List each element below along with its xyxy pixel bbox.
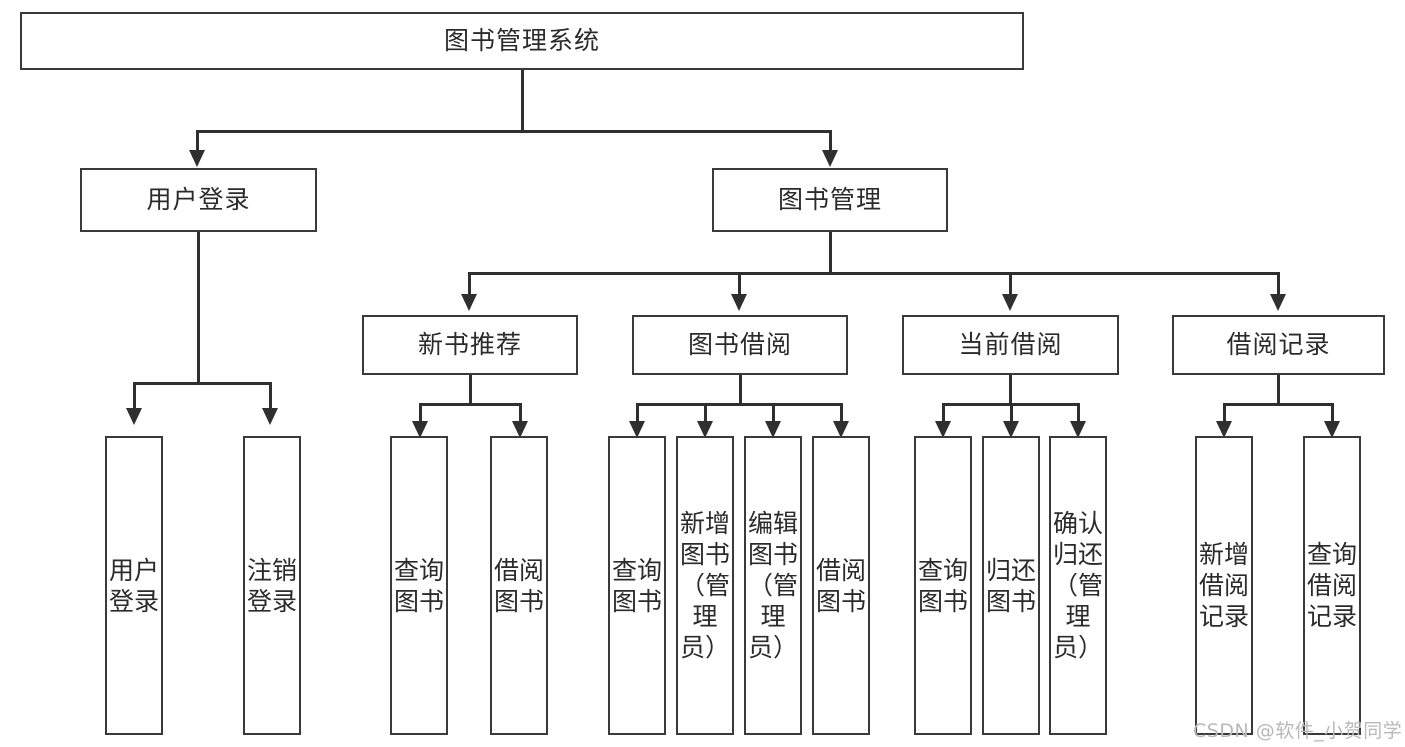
node-label: 图书借阅 bbox=[687, 330, 792, 360]
connector-drop-leaf-query-book-1 bbox=[419, 403, 422, 425]
connector-new-book-rec-leaf-bus bbox=[419, 403, 521, 406]
node-label: 借阅记录 bbox=[1226, 330, 1331, 360]
node-user-login[interactable]: 用户登录 bbox=[80, 168, 317, 232]
node-book-borrowing[interactable]: 图书借阅 bbox=[632, 315, 848, 375]
connector-drop-leaf-borrow-book-1 bbox=[519, 403, 522, 425]
connector-borrow-record-leaf-bus bbox=[1223, 403, 1333, 406]
arrowhead-leaf-borrow-book-1 bbox=[512, 421, 528, 438]
connector-user-login-leaf-bus bbox=[133, 382, 269, 385]
arrowhead-book-manage bbox=[822, 150, 838, 167]
node-current-borrowing[interactable]: 当前借阅 bbox=[902, 315, 1119, 375]
leaf-node-borrow-book-2[interactable]: 借阅图书 bbox=[812, 436, 870, 735]
connector-drop-leaf-query-record bbox=[1331, 403, 1334, 425]
connector-drop-book-manage bbox=[829, 130, 832, 152]
arrowhead-leaf-add-record bbox=[1216, 421, 1232, 438]
leaf-label: 注销登录 bbox=[246, 555, 297, 616]
connector-drop-book-borrow bbox=[738, 272, 741, 296]
leaf-node-query-record[interactable]: 查询借阅记录 bbox=[1303, 436, 1361, 735]
arrowhead-borrow-record bbox=[1270, 294, 1286, 311]
arrowhead-leaf-logout bbox=[262, 408, 278, 425]
arrowhead-leaf-user-login bbox=[126, 408, 142, 425]
connector-borrow-record-stem bbox=[1277, 375, 1280, 405]
connector-new-book-rec-stem bbox=[469, 375, 472, 405]
leaf-label: 借阅图书 bbox=[493, 555, 544, 616]
connector-drop-leaf-edit-book bbox=[772, 403, 775, 425]
arrowhead-leaf-query-book-2 bbox=[629, 421, 645, 438]
connector-drop-leaf-logout bbox=[269, 382, 272, 410]
leaf-node-borrow-book-1[interactable]: 借阅图书 bbox=[490, 436, 548, 735]
connector-book-borrow-leaf-bus bbox=[636, 403, 842, 406]
leaf-label: 确认归还（管理员） bbox=[1052, 509, 1103, 662]
csdn-watermark: CSDN @软件_小贺同学 bbox=[1193, 720, 1403, 742]
arrowhead-leaf-query-record bbox=[1324, 421, 1340, 438]
leaf-node-return-book[interactable]: 归还图书 bbox=[982, 436, 1040, 735]
leaf-node-add-book[interactable]: 新增图书（管理员） bbox=[676, 436, 734, 735]
connector-drop-leaf-query-book-2 bbox=[636, 403, 639, 425]
connector-book-manage-stem bbox=[829, 232, 832, 274]
arrowhead-leaf-query-book-3 bbox=[935, 421, 951, 438]
leaf-label: 借阅图书 bbox=[815, 555, 866, 616]
arrowhead-leaf-query-book-1 bbox=[412, 421, 428, 438]
leaf-label: 新增图书（管理员） bbox=[679, 509, 730, 662]
node-label: 当前借阅 bbox=[958, 330, 1063, 360]
node-book-management[interactable]: 图书管理 bbox=[712, 168, 948, 232]
node-borrowing-record[interactable]: 借阅记录 bbox=[1172, 315, 1385, 375]
connector-drop-new-book-rec bbox=[468, 272, 471, 296]
arrowhead-current-borrow bbox=[1002, 294, 1018, 311]
leaf-node-edit-book[interactable]: 编辑图书（管理员） bbox=[744, 436, 802, 735]
arrowhead-leaf-add-book bbox=[697, 421, 713, 438]
connector-drop-leaf-add-record bbox=[1223, 403, 1226, 425]
node-root-book-management-system[interactable]: 图书管理系统 bbox=[20, 12, 1024, 70]
arrowhead-leaf-borrow-book-2 bbox=[833, 421, 849, 438]
leaf-label: 编辑图书（管理员） bbox=[747, 509, 798, 662]
connector-drop-leaf-confirm-return bbox=[1077, 403, 1080, 425]
arrowhead-user-login bbox=[189, 150, 205, 167]
leaf-label: 查询借阅记录 bbox=[1306, 540, 1357, 631]
leaf-label: 用户登录 bbox=[108, 555, 159, 616]
connector-drop-leaf-borrow-book-2 bbox=[840, 403, 843, 425]
connector-drop-current-borrow bbox=[1009, 272, 1012, 296]
connector-drop-user-login bbox=[196, 130, 199, 152]
leaf-node-user-login[interactable]: 用户登录 bbox=[105, 436, 163, 735]
connector-user-login-stem bbox=[197, 232, 200, 384]
node-new-book-recommendation[interactable]: 新书推荐 bbox=[362, 315, 578, 375]
connector-drop-leaf-query-book-3 bbox=[942, 403, 945, 425]
node-label: 图书管理 bbox=[777, 185, 882, 215]
connector-book-borrow-stem bbox=[739, 375, 742, 405]
leaf-node-query-book-3[interactable]: 查询图书 bbox=[914, 436, 972, 735]
arrowhead-new-book-rec bbox=[461, 294, 477, 311]
connector-current-borrow-stem bbox=[1009, 375, 1012, 405]
connector-drop-leaf-add-book bbox=[704, 403, 707, 425]
node-label: 新书推荐 bbox=[417, 330, 522, 360]
arrowhead-book-borrow bbox=[731, 294, 747, 311]
leaf-node-add-record[interactable]: 新增借阅记录 bbox=[1195, 436, 1253, 735]
leaf-node-query-book-2[interactable]: 查询图书 bbox=[608, 436, 666, 735]
connector-drop-borrow-record bbox=[1277, 272, 1280, 296]
leaf-label: 归还图书 bbox=[985, 555, 1036, 616]
connector-root-stem bbox=[521, 70, 524, 132]
leaf-label: 查询图书 bbox=[393, 555, 444, 616]
leaf-label: 新增借阅记录 bbox=[1198, 540, 1249, 631]
connector-level2-bus bbox=[196, 130, 832, 133]
node-label: 图书管理系统 bbox=[443, 26, 600, 56]
arrowhead-leaf-return-book bbox=[1003, 421, 1019, 438]
leaf-node-confirm-return[interactable]: 确认归还（管理员） bbox=[1049, 436, 1107, 735]
arrowhead-leaf-edit-book bbox=[765, 421, 781, 438]
connector-drop-leaf-user-login bbox=[133, 382, 136, 410]
connector-drop-leaf-return-book bbox=[1010, 403, 1013, 425]
leaf-label: 查询图书 bbox=[611, 555, 662, 616]
leaf-node-query-book-1[interactable]: 查询图书 bbox=[390, 436, 448, 735]
leaf-label: 查询图书 bbox=[917, 555, 968, 616]
arrowhead-leaf-confirm-return bbox=[1070, 421, 1086, 438]
leaf-node-logout[interactable]: 注销登录 bbox=[243, 436, 301, 735]
node-label: 用户登录 bbox=[146, 185, 251, 215]
connector-level3-bus bbox=[468, 272, 1279, 275]
